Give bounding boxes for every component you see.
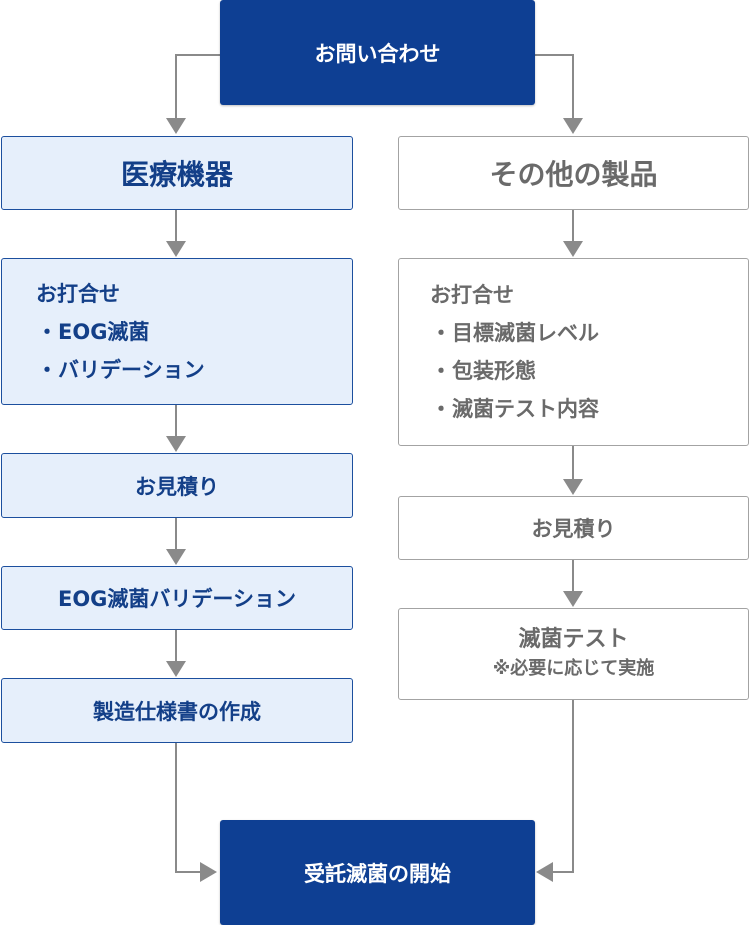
eog-validation-node: EOG滅菌バリデーション [1,566,353,630]
right-item-target-level: 目標滅菌レベル [452,321,599,345]
bullet: ・ [430,359,452,383]
arrowhead [563,118,583,134]
left-consultation-node: お打合せ ・EOG滅菌 ・バリデーション [1,258,353,405]
sterilization-test-note: ※必要に応じて実施 [492,658,655,679]
arrowhead [200,862,217,882]
medical-device-node: 医療機器 [1,136,353,210]
contract-start-label: 受託滅菌の開始 [304,861,451,886]
left-estimate-node: お見積り [1,453,353,518]
right-consultation-item: ・包装形態 [430,352,537,390]
right-estimate-node: お見積り [398,496,749,560]
arrow-top-to-left [175,54,220,120]
spec-creation-label: 製造仕様書の作成 [93,699,261,724]
inquiry-node: お問い合わせ [220,0,535,105]
right-consultation-node: お打合せ ・目標滅菌レベル ・包装形態 ・滅菌テスト内容 [398,258,749,446]
bullet: ・ [430,321,452,345]
left-consultation-title: お打合せ [36,281,120,306]
arrow-top-to-right [535,54,574,120]
right-consultation-item: ・滅菌テスト内容 [430,390,600,428]
arrowhead [166,118,186,134]
right-consultation-title: お打合せ [430,283,514,307]
arrowhead [166,549,186,565]
arrowhead [166,661,186,677]
other-products-label: その他の製品 [489,158,658,191]
left-estimate-label: お見積り [135,474,219,499]
bullet: ・ [430,397,452,421]
right-consultation-item: ・目標滅菌レベル [430,314,600,352]
arrowhead [166,241,186,257]
contract-start-node: 受託滅菌の開始 [220,820,535,925]
arrowhead [563,241,583,257]
right-item-test-content: 滅菌テスト内容 [452,397,599,421]
arrow-right-to-bottom [551,700,574,873]
medical-device-label: 医療機器 [120,158,233,191]
left-consultation-item: ・バリデーション [36,351,205,389]
left-item-eog: EOG滅菌 [58,319,150,344]
right-item-packaging: 包装形態 [452,359,536,383]
arrowhead [563,591,583,607]
sterilization-test-label: 滅菌テスト [518,627,629,652]
inquiry-label: お問い合わせ [314,41,441,66]
bullet: ・ [36,319,58,344]
arrow-left-to-bottom [175,743,202,873]
other-products-node: その他の製品 [398,136,749,210]
arrowhead [536,862,553,882]
left-consultation-item: ・EOG滅菌 [36,313,150,351]
spec-creation-node: 製造仕様書の作成 [1,678,353,743]
right-estimate-label: お見積り [531,517,616,541]
arrowhead [166,436,186,452]
sterilization-test-node: 滅菌テスト ※必要に応じて実施 [398,608,749,700]
eog-validation-label: EOG滅菌バリデーション [57,587,296,611]
arrowhead [563,479,583,495]
left-item-validation: バリデーション [58,357,205,382]
bullet: ・ [36,357,58,382]
